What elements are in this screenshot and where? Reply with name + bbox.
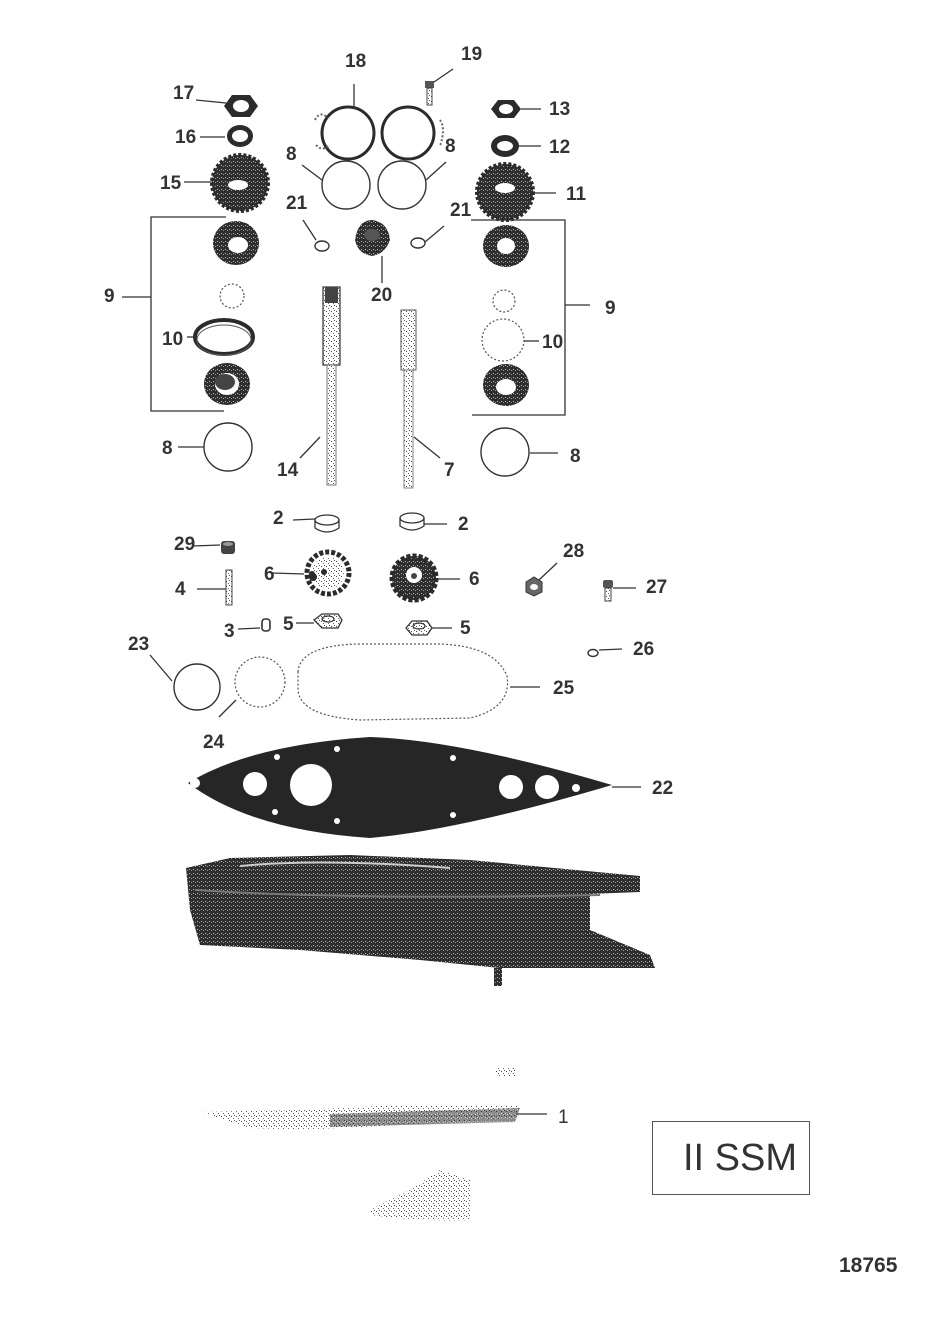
callout-16: 16 [175, 127, 196, 148]
bracket-9-right [471, 219, 566, 416]
part-10-seal-ring-right [481, 318, 525, 362]
part-3-dowel-pin [261, 618, 271, 632]
part-15-gear [210, 153, 270, 213]
callout-5-left: 5 [283, 614, 294, 635]
callout-8-bottom-left: 8 [162, 438, 173, 459]
part-16-washer [227, 125, 253, 147]
callout-2-right: 2 [458, 514, 469, 535]
part-5-nut-left [313, 613, 343, 629]
callout-8-bottom-right: 8 [570, 446, 581, 467]
callout-8-top-left: 8 [286, 144, 297, 165]
callout-5-right: 5 [460, 618, 471, 639]
part-1-housing-bottom [200, 1068, 520, 1221]
part-9-race-left [219, 283, 245, 309]
bracket-9-left [150, 216, 226, 412]
callout-14: 14 [277, 460, 299, 481]
part-21-small-o-ring [410, 237, 426, 249]
part-17-hex-nut [224, 95, 258, 117]
callout-26: 26 [633, 639, 654, 660]
part-6-gear-right [389, 553, 439, 603]
callout-28: 28 [563, 541, 584, 562]
part-9-bearing-cup-left [204, 363, 250, 405]
part-12-washer [491, 135, 519, 157]
callout-15: 15 [160, 173, 182, 194]
callout-20: 20 [371, 285, 392, 306]
part-1-housing-top [186, 855, 655, 986]
part-8-o-ring [377, 160, 427, 210]
callout-29: 29 [174, 534, 195, 555]
part-21-small-o-ring [314, 240, 330, 252]
part-11-gear [475, 162, 535, 222]
callout-17: 17 [173, 83, 194, 104]
callout-21-left: 21 [286, 193, 308, 214]
part-18-cover-plate [314, 105, 444, 161]
callout-7: 7 [444, 460, 455, 481]
part-28-nut [525, 576, 543, 597]
part-6-gear-left [304, 549, 352, 597]
callout-2-left: 2 [273, 508, 284, 529]
callout-3: 3 [224, 621, 235, 642]
callout-23: 23 [128, 634, 149, 655]
callout-9-right: 9 [605, 298, 616, 319]
part-9-bearing-cup-right [483, 364, 529, 406]
part-26-small-o-ring [587, 648, 599, 658]
callout-27: 27 [646, 577, 667, 598]
callout-13: 13 [549, 99, 570, 120]
part-4-stud [225, 569, 233, 606]
part-9-bearing-cone-left [213, 221, 259, 265]
callout-21-right: 21 [450, 200, 472, 221]
callout-12: 12 [549, 137, 570, 158]
callout-6-right: 6 [469, 569, 480, 590]
part-7-shaft [400, 309, 417, 489]
model-label: II SSM [682, 1136, 797, 1179]
part-25-large-seal [297, 643, 509, 721]
part-8-o-ring [321, 160, 371, 210]
part-10-seal-ring-left [193, 318, 255, 356]
part-8-o-ring [203, 422, 253, 472]
part-8-o-ring [480, 427, 530, 477]
part-27-screw [603, 580, 613, 602]
part-2-bushing-right [399, 512, 425, 531]
part-13-hex-nut [491, 100, 521, 118]
part-5-nut-right [405, 620, 433, 636]
callout-8-top-right: 8 [445, 136, 456, 157]
part-24-o-ring [234, 656, 286, 708]
part-22-gasket [188, 737, 612, 838]
callout-1: 1 [558, 1107, 569, 1128]
callout-25: 25 [553, 678, 575, 699]
part-29-nut [221, 541, 235, 554]
callout-11: 11 [566, 184, 587, 205]
model-label-box: II SSM [652, 1121, 810, 1195]
part-9-race-right [492, 289, 516, 313]
callout-10-right: 10 [542, 332, 563, 353]
callout-22: 22 [652, 778, 673, 799]
callout-18: 18 [345, 51, 366, 72]
callout-9-left: 9 [104, 286, 115, 307]
callout-24: 24 [203, 732, 225, 753]
callout-19: 19 [461, 44, 482, 65]
callout-4: 4 [175, 579, 186, 600]
part-14-shaft [322, 286, 341, 486]
part-19-bolt [425, 81, 434, 106]
part-20-fitting [355, 220, 390, 256]
callout-10-left: 10 [162, 329, 183, 350]
part-2-bushing-left [314, 514, 340, 533]
callout-6-left: 6 [264, 564, 275, 585]
part-9-bearing-cone-right [483, 225, 529, 267]
figure-number: 18765 [839, 1254, 898, 1277]
part-23-o-ring [173, 663, 221, 711]
